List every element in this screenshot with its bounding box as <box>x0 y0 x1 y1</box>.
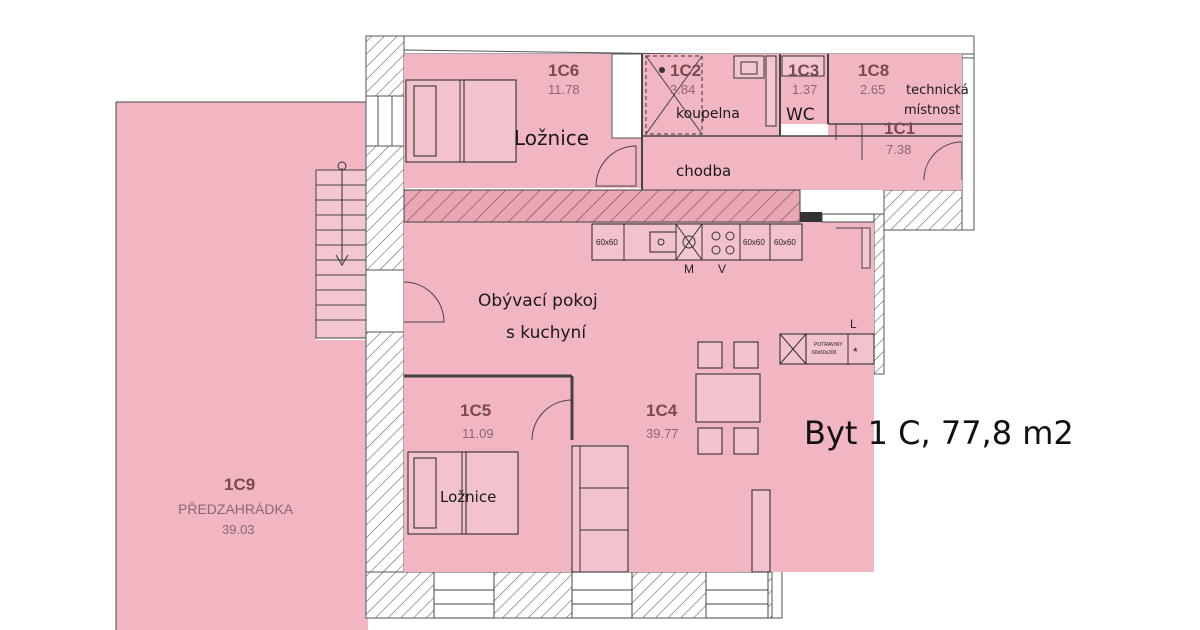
pantry <box>779 333 875 365</box>
room-name-1c2: koupelna <box>676 106 740 122</box>
apartment-title: Byt 1 C, 77,8 m2 <box>804 414 1074 452</box>
room-area-1c4: 39.77 <box>646 426 679 441</box>
room-code-1c2: 1C2 <box>670 61 701 80</box>
kitchen-labels: 60x60 60x60 60x60 M V POTRAVINY 60x60x20… <box>596 238 858 359</box>
wardrobe <box>751 489 771 573</box>
unit-label-b: 60x60 <box>743 238 765 247</box>
unit-label-a: 60x60 <box>596 238 618 247</box>
interior-walls <box>404 53 962 440</box>
room-name-1c4-line1: Obývací pokoj <box>478 291 598 311</box>
unit-label-c: 60x60 <box>774 238 796 247</box>
room-code-1c9: 1C9 <box>224 475 255 494</box>
dining-set <box>695 341 761 455</box>
pantry-label-line2: 60x60x200 <box>812 350 837 356</box>
room-name-1c8-line1: technická <box>906 83 969 98</box>
room-name-1c3: WC <box>786 105 815 125</box>
pantry-label-line1: POTRAVINY <box>814 342 843 348</box>
room-code-1c1: 1C1 <box>884 119 915 138</box>
room-area-1c6: 11.78 <box>548 82 580 97</box>
room-code-1c8: 1C8 <box>858 61 889 80</box>
room-name-1c6: Ložnice <box>514 126 589 150</box>
room-name-1c1: chodba <box>676 162 731 180</box>
room-area-1c9: 39.03 <box>222 522 255 537</box>
kitchen-counter <box>591 223 803 261</box>
staircase <box>315 161 369 339</box>
room-name-1c5: Ložnice <box>440 488 496 506</box>
room-code-1c5: 1C5 <box>460 401 491 420</box>
room-area-1c8: 2.65 <box>860 82 885 97</box>
room-name-1c4-line2: s kuchyní <box>506 323 587 343</box>
garden-1c9 <box>115 101 368 630</box>
room-area-1c2: 3.84 <box>670 82 695 97</box>
room-area-1c5: 11.09 <box>462 426 494 441</box>
doors <box>403 124 963 441</box>
star-symbol: * <box>853 345 858 359</box>
mark-l: L <box>850 317 857 331</box>
sofa <box>571 445 629 573</box>
room-code-1c6: 1C6 <box>548 61 579 80</box>
room-code-1c3: 1C3 <box>788 61 819 80</box>
bedroom-furniture-1c6 <box>405 79 517 163</box>
dishwasher-label: M <box>684 262 694 276</box>
room-name-1c8-line2: místnost <box>904 103 960 118</box>
bathroom-fixtures <box>645 55 825 135</box>
bottom-windows <box>433 571 769 619</box>
partition-wall <box>403 189 875 223</box>
room-code-1c4: 1C4 <box>646 401 678 420</box>
room-area-1c3: 1.37 <box>792 82 817 97</box>
bedroom-furniture-1c5 <box>407 451 519 535</box>
room-labels: 1C6 11.78 Ložnice 1C2 3.84 koupelna 1C3 … <box>178 61 969 537</box>
room-area-1c1: 7.38 <box>886 142 911 157</box>
interior-rooms <box>404 54 962 572</box>
room-name-1c9: PŘEDZAHRÁDKA <box>178 501 294 517</box>
cooker-label: V <box>718 262 726 276</box>
